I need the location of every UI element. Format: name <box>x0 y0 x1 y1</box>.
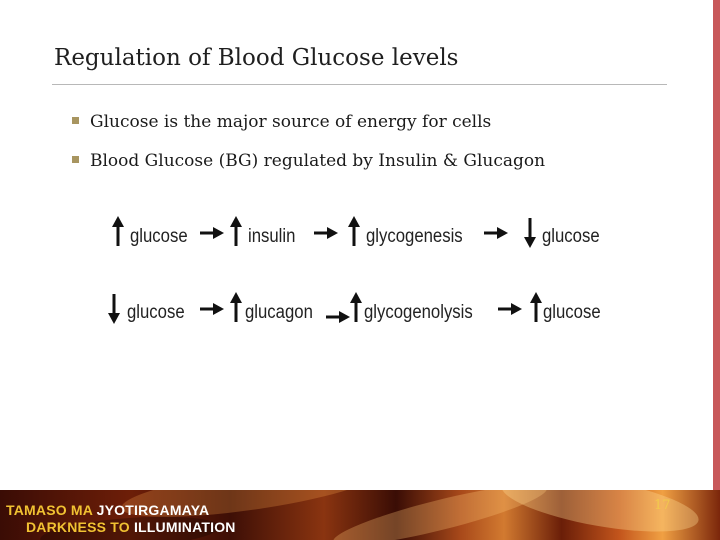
arrow-up-icon <box>230 292 242 322</box>
footer-motto-line1: TAMASO MA JYOTIRGAMAYA <box>6 502 210 518</box>
arrow-up-icon <box>350 292 362 322</box>
arrow-up-icon <box>348 216 360 246</box>
arrow-right-icon <box>200 303 224 315</box>
bullet-item: Blood Glucose (BG) regulated by Insulin … <box>72 151 545 171</box>
step-label: glucose <box>543 302 601 323</box>
arrow-right-icon <box>326 311 350 323</box>
step-label: glucose <box>127 302 185 323</box>
slide-title: Regulation of Blood Glucose levels <box>54 45 459 71</box>
step-label: glucose <box>130 226 188 247</box>
step-label: glycogenesis <box>366 226 463 247</box>
arrow-right-icon <box>498 303 522 315</box>
arrow-right-icon <box>484 227 508 239</box>
arrow-down-icon <box>524 218 536 248</box>
right-accent-bar <box>713 0 720 490</box>
bullet-square-icon <box>72 156 79 163</box>
arrow-up-icon <box>230 216 242 246</box>
arrow-right-icon <box>200 227 224 239</box>
arrow-right-icon <box>314 227 338 239</box>
bullet-square-icon <box>72 117 79 124</box>
step-label: glucose <box>542 226 600 247</box>
footer-banner <box>0 490 720 540</box>
arrow-up-icon <box>112 216 124 246</box>
bullet-text: Blood Glucose (BG) regulated by Insulin … <box>90 151 546 171</box>
footer-motto-line2: DARKNESS TO ILLUMINATION <box>26 519 236 535</box>
page-number: 17 <box>654 498 671 513</box>
step-label: insulin <box>248 226 296 247</box>
arrow-down-icon <box>108 294 120 324</box>
arrow-up-icon <box>530 292 542 322</box>
bullet-item: Glucose is the major source of energy fo… <box>72 112 491 132</box>
step-label: glycogenolysis <box>364 302 473 323</box>
bullet-text: Glucose is the major source of energy fo… <box>90 112 492 132</box>
step-label: glucagon <box>245 302 313 323</box>
title-divider <box>52 84 667 85</box>
